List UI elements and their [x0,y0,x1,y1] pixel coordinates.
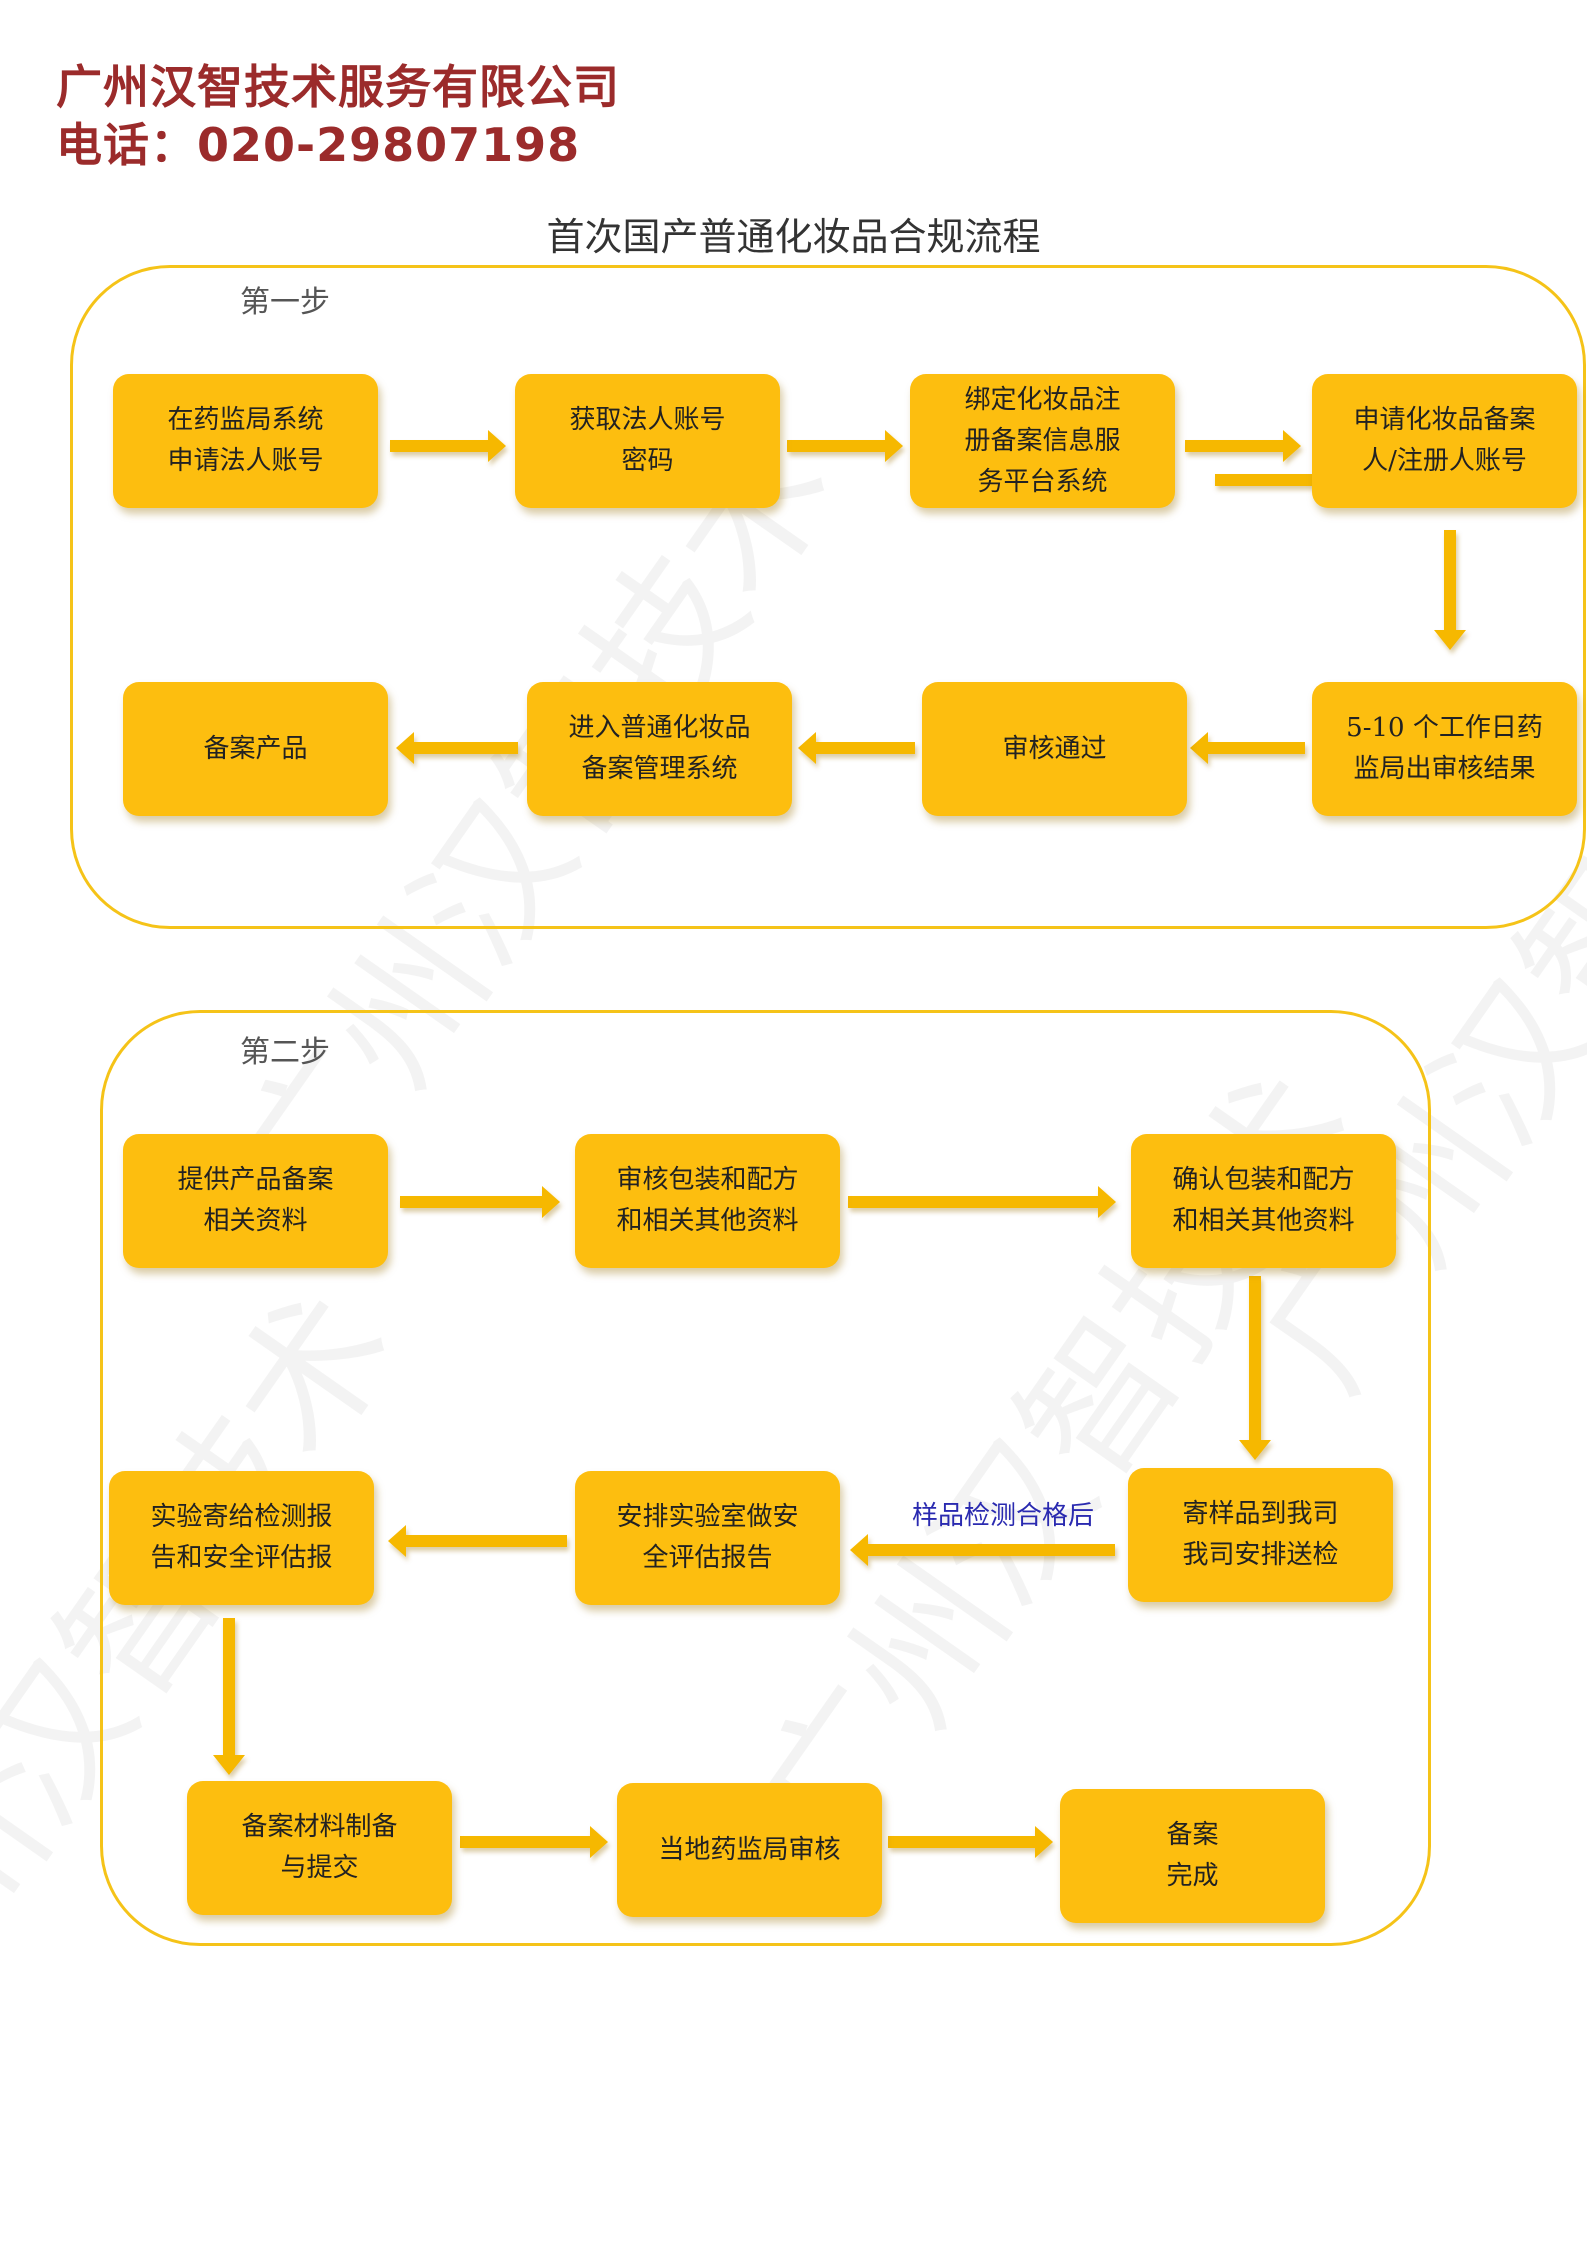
step2-node-lab-report: 实验寄给检测报 告和安全评估报 [109,1471,374,1605]
arrow-s2-8-9 [888,1826,1053,1858]
step1-node-apply-filer-account: 申请化妆品备案 人/注册人账号 [1312,374,1577,508]
step2-frame [100,1010,1431,1946]
arrow-s1-3-4b [1215,464,1336,496]
step1-node-review-passed: 审核通过 [922,682,1187,816]
step1-node-get-password: 获取法人账号 密码 [515,374,780,508]
arrow-s2-1-2 [400,1186,560,1218]
arrow-s1-5-6 [1190,732,1305,764]
arrow-s2-2-3 [848,1186,1116,1218]
company-name: 广州汉智技术服务有限公司 [56,60,620,114]
arrow-s2-6-7 [213,1618,245,1775]
step1-node-apply-legal-account: 在药监局系统 申请法人账号 [113,374,378,508]
step2-node-local-review: 当地药监局审核 [617,1783,882,1917]
step1-node-enter-system: 进入普通化妆品 备案管理系统 [527,682,792,816]
step1-node-bind-platform: 绑定化妆品注 册备案信息服 务平台系统 [910,374,1175,508]
step2-node-prepare-submit: 备案材料制备 与提交 [187,1781,452,1915]
step2-node-confirm-packaging: 确认包装和配方 和相关其他资料 [1131,1134,1396,1268]
company-header: 广州汉智技术服务有限公司 电话：020-29807198 [56,58,620,174]
company-phone: 电话：020-29807198 [56,118,581,172]
edge-label-sample-passed: 样品检测合格后 [912,1501,1095,1531]
arrow-s2-3-4 [1239,1276,1271,1460]
step2-node-provide-materials: 提供产品备案 相关资料 [123,1134,388,1268]
step2-node-review-packaging: 审核包装和配方 和相关其他资料 [575,1134,840,1268]
step1-node-review-result: 5-10 个工作日药 监局出审核结果 [1312,682,1577,816]
arrow-s1-2-3 [787,430,903,462]
arrow-s2-5-6 [388,1525,567,1557]
arrow-s2-4-5 [850,1534,1115,1566]
arrow-s1-3-4a [1185,430,1301,462]
arrow-s2-7-8 [460,1826,608,1858]
arrow-s1-1-2 [390,430,506,462]
arrow-s1-6-7 [798,732,915,764]
flow-title: 首次国产普通化妆品合规流程 [546,215,1041,259]
step2-label: 第二步 [240,1035,330,1070]
step1-node-file-product: 备案产品 [123,682,388,816]
step2-node-lab-assessment: 安排实验室做安 全评估报告 [575,1471,840,1605]
step1-label: 第一步 [240,285,330,320]
step1-frame [70,265,1586,929]
step2-node-send-samples: 寄样品到我司 我司安排送检 [1128,1468,1393,1602]
arrow-s1-4-5 [1434,530,1466,650]
arrow-s1-7-8 [396,732,518,764]
step2-node-complete: 备案 完成 [1060,1789,1325,1923]
